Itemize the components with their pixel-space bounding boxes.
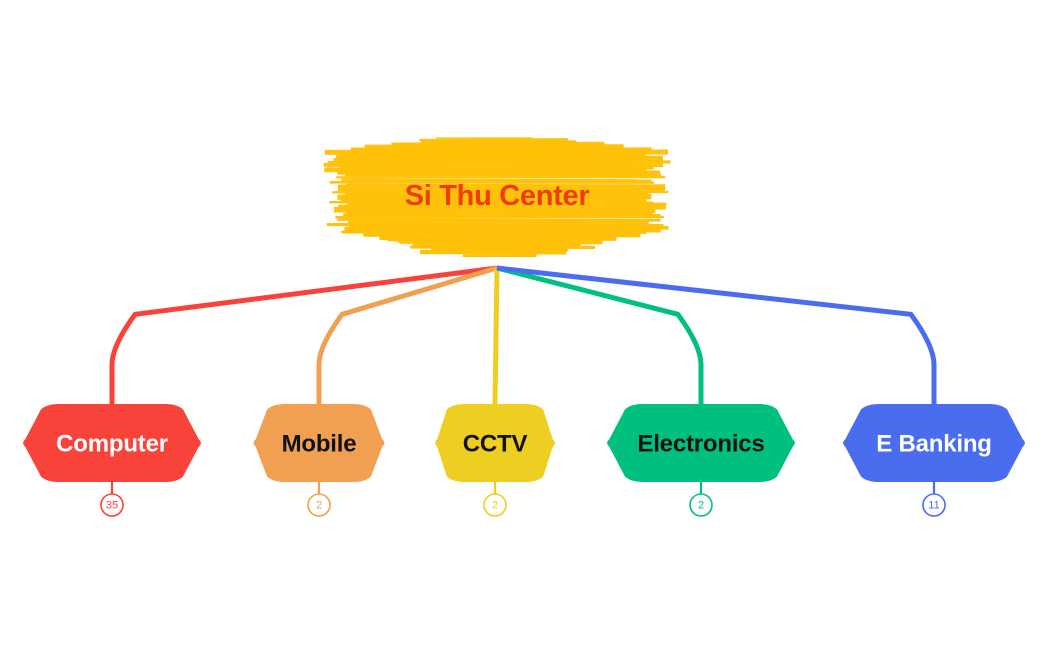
node-mobile[interactable]: Mobile 2 (253, 404, 385, 517)
node-mobile-shape (253, 404, 385, 482)
node-e-banking-label: E Banking (876, 431, 992, 458)
badge-computer[interactable]: 35 (100, 482, 124, 517)
node-mobile-label: Mobile (282, 431, 357, 458)
badge-e-banking-circle (922, 493, 946, 517)
badge-electronics-circle (689, 493, 713, 517)
badge-cctv-count: 2 (492, 500, 498, 512)
badge-cctv[interactable]: 2 (483, 482, 507, 517)
node-cctv-shape (435, 404, 555, 482)
connectors-layer (109, 265, 937, 405)
connector-computer (109, 265, 498, 404)
badge-computer-count: 35 (106, 500, 118, 512)
child-nodes-layer: Computer 35 Mobile 2 CCTV 2 Electronics 2 E Bank… (23, 404, 1025, 517)
badge-cctv-circle (483, 493, 507, 517)
node-electronics-shape (607, 404, 795, 482)
node-e-banking-shape (843, 404, 1025, 482)
connector-e-banking (496, 265, 937, 404)
connector-mobile (316, 265, 498, 404)
node-electronics[interactable]: Electronics 2 (607, 404, 795, 517)
connector-electronics (496, 265, 704, 404)
root-scribble-shape (323, 137, 671, 258)
node-computer[interactable]: Computer 35 (23, 404, 201, 517)
badge-mobile-count: 2 (316, 500, 322, 512)
connector-cctv (492, 267, 500, 405)
badge-computer-circle (100, 493, 124, 517)
root-node[interactable]: Si Thu Center (323, 137, 671, 258)
node-e-banking[interactable]: E Banking 11 (843, 404, 1025, 517)
badge-electronics[interactable]: 2 (689, 482, 713, 517)
badge-mobile[interactable]: 2 (307, 482, 331, 517)
badge-e-banking[interactable]: 11 (922, 482, 946, 517)
node-computer-shape (23, 404, 201, 482)
root-node-label: Si Thu Center (405, 180, 590, 212)
root-node-layer[interactable]: Si Thu Center (323, 137, 671, 258)
node-cctv[interactable]: CCTV 2 (435, 404, 555, 517)
badge-mobile-circle (307, 493, 331, 517)
node-computer-label: Computer (56, 431, 168, 458)
badge-electronics-count: 2 (698, 500, 704, 512)
node-electronics-label: Electronics (637, 431, 764, 458)
badge-e-banking-count: 11 (928, 500, 939, 512)
node-cctv-label: CCTV (463, 431, 528, 458)
